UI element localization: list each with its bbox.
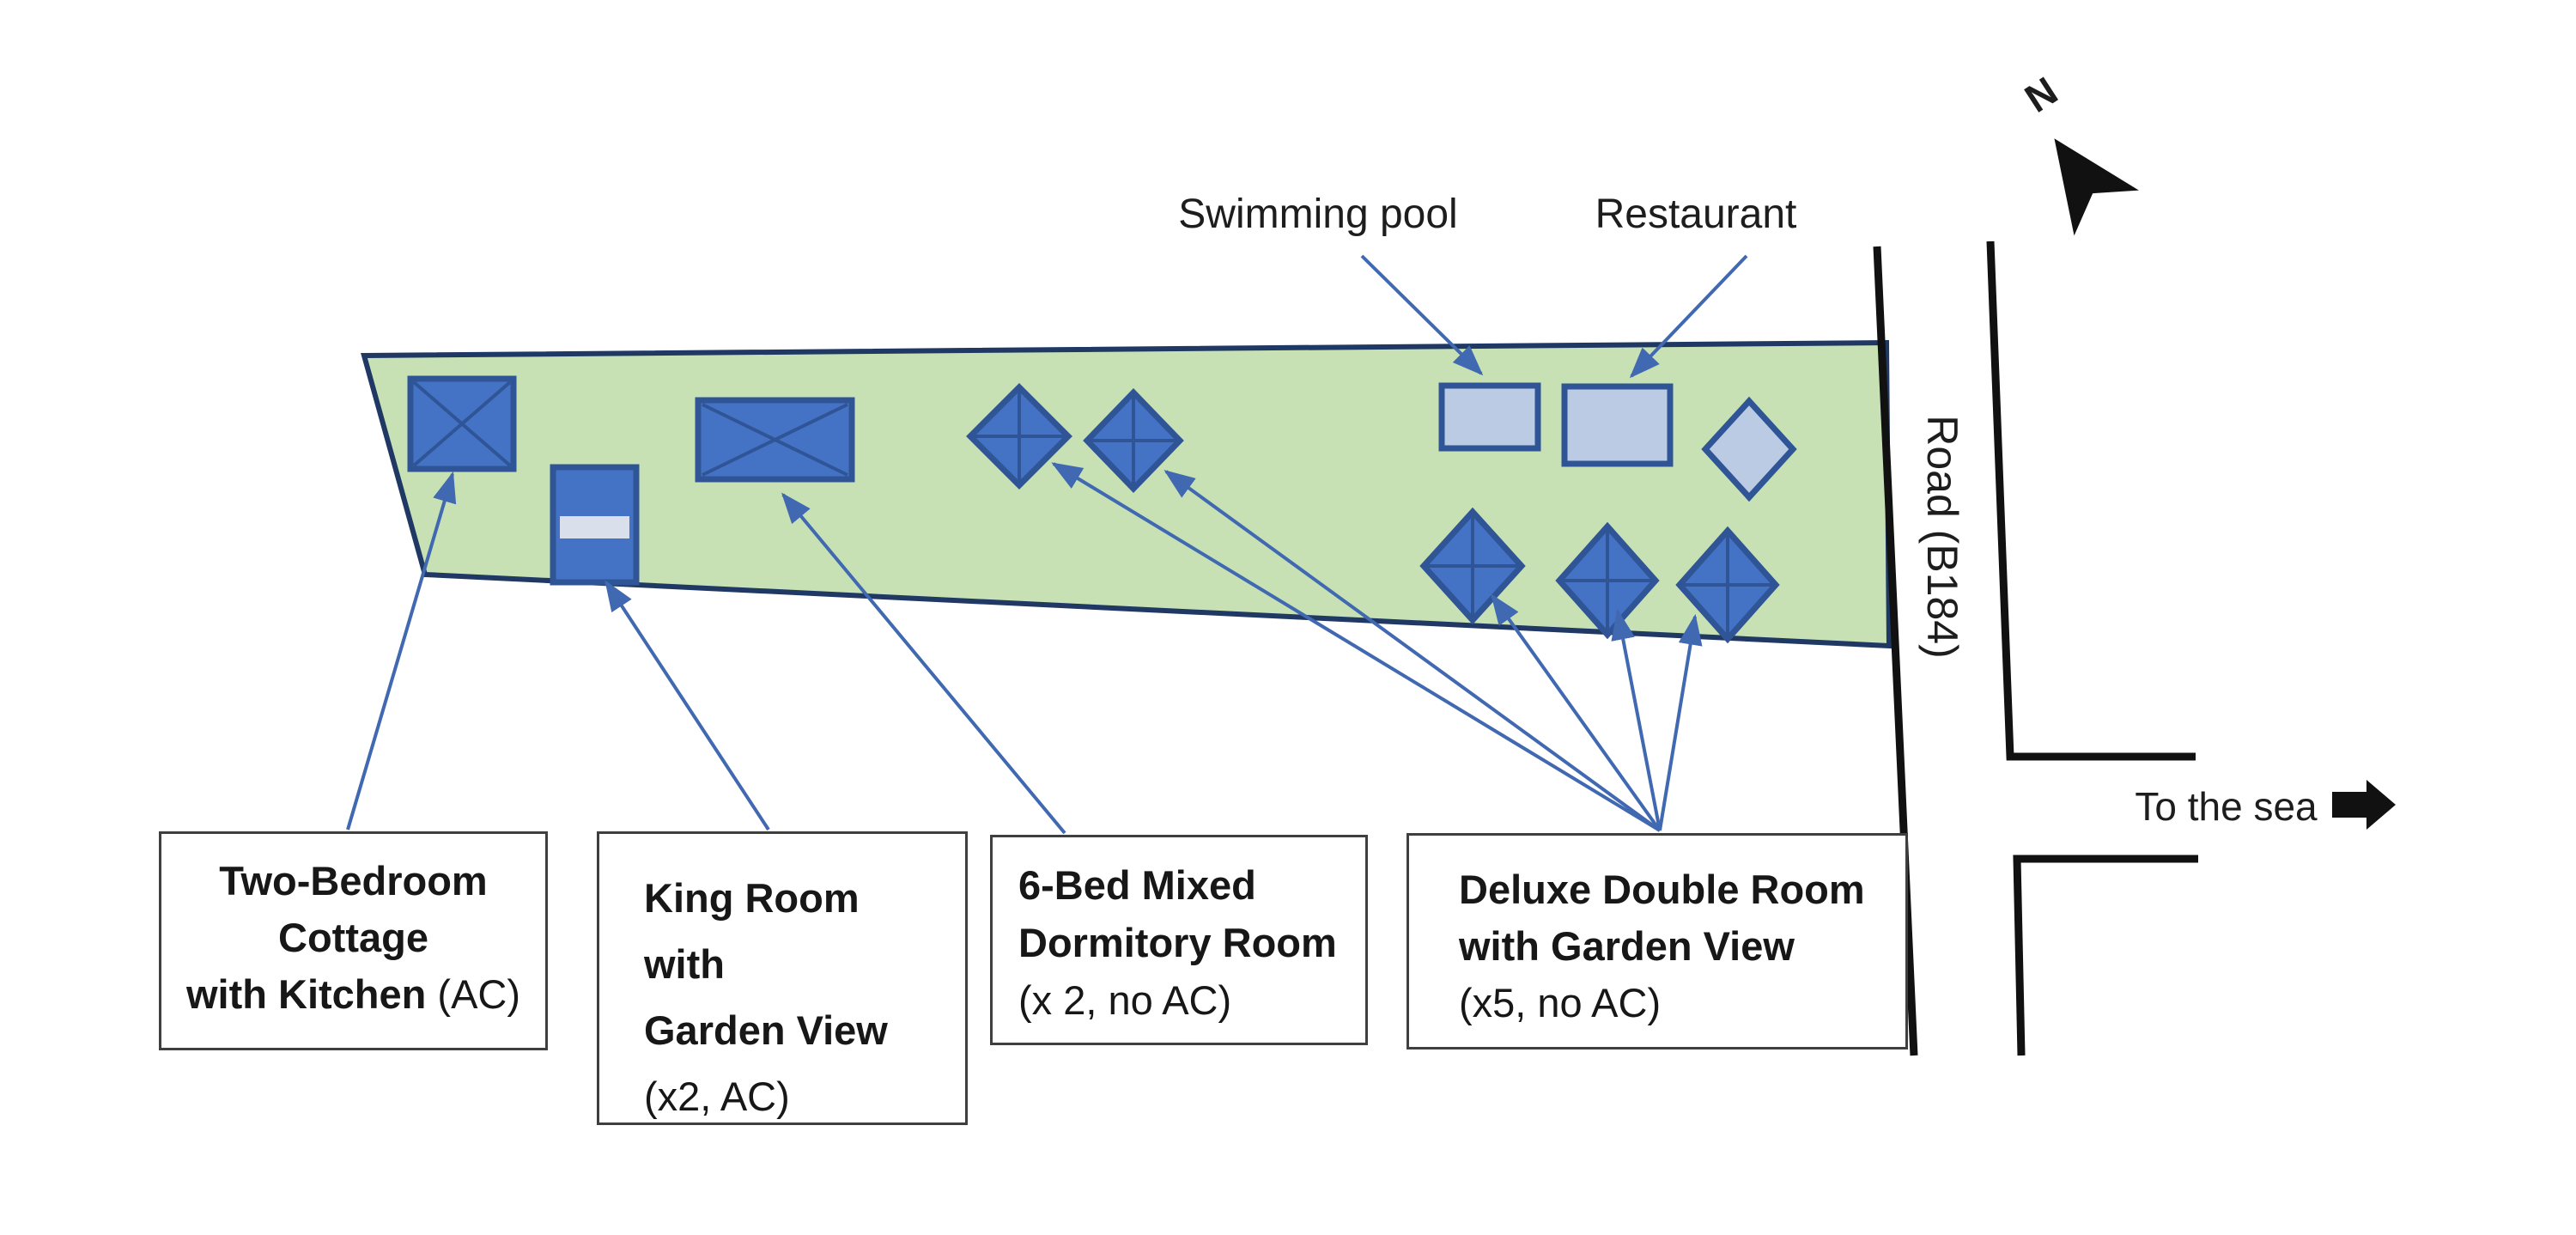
arrow-to-dormitory (781, 492, 1066, 835)
arrow-to-deluxe-2 (1163, 470, 1662, 832)
legend-box-dormitory: 6-Bed Mixed Dormitory Room (x 2, no AC) (990, 835, 1368, 1045)
dormitory-building (695, 397, 855, 483)
road-right-edge-lower (2013, 855, 2198, 1056)
arrow-to-deluxe-3 (1491, 593, 1662, 832)
cottage-building (407, 375, 517, 472)
arrow-to-deluxe-4 (1611, 608, 1662, 831)
sea-direction-arrow-icon (2332, 780, 2396, 830)
swimming-pool-building (1438, 382, 1541, 452)
deluxe-room-diamond-4 (1555, 521, 1660, 640)
deluxe-room-diamond-1 (966, 383, 1072, 490)
arrow-to-pool (1360, 254, 1484, 376)
deluxe-room-diamond-3 (1419, 507, 1526, 625)
restaurant-building (1561, 383, 1674, 467)
arrow-to-king-room (605, 580, 770, 831)
light-diamond-building (1701, 396, 1797, 502)
legend-box-deluxe: Deluxe Double Room with Garden View (x5,… (1406, 833, 1908, 1049)
road-right-edge-upper (1986, 240, 2196, 761)
deluxe-room-diamond-5 (1675, 526, 1780, 644)
north-arrow-icon (2054, 138, 2139, 236)
deluxe-room-diamond-2 (1083, 387, 1184, 494)
to-the-sea-label: To the sea (2135, 784, 2318, 829)
arrow-to-restaurant (1629, 254, 1748, 379)
legend-box-cottage: Two-Bedroom Cottage with Kitchen (AC) (159, 831, 548, 1050)
restaurant-label: Restaurant (1595, 192, 1797, 237)
arrow-to-deluxe-5 (1658, 613, 1703, 831)
legend-box-king-room: King Room with Garden View (x2, AC) (597, 831, 968, 1125)
king-rooms-building (550, 464, 640, 586)
arrow-to-cottage (346, 471, 457, 830)
arrow-to-deluxe-1 (1051, 462, 1662, 832)
swimming-pool-label: Swimming pool (1178, 192, 1458, 237)
